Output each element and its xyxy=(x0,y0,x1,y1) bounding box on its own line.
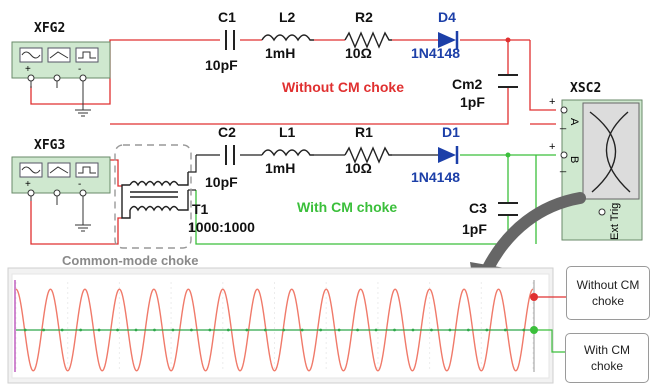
generator-xfg3-label: XFG3 xyxy=(34,138,65,153)
capacitor-c1-symbol[interactable] xyxy=(225,30,235,50)
trace-with-choke-marker xyxy=(319,328,323,332)
generator-xfg2-label: XFG2 xyxy=(34,21,65,36)
c3-name: C3 xyxy=(469,200,487,216)
trace-with-choke-marker xyxy=(374,328,378,332)
xfg3-plus: + xyxy=(25,179,31,190)
c1-value: 10pF xyxy=(205,57,238,73)
d4-value: 1N4148 xyxy=(411,45,460,61)
trace-with-choke-marker xyxy=(116,328,119,332)
cm-choke-caption: Common-mode choke xyxy=(62,253,199,268)
trace-with-choke-marker xyxy=(411,328,415,332)
bottom-branch-caption: With CM choke xyxy=(297,199,397,215)
r2-name: R2 xyxy=(355,9,373,25)
callout-with-choke: With CM choke xyxy=(565,333,649,383)
trace-with-choke-marker xyxy=(337,328,341,332)
trace-with-choke-marker xyxy=(226,328,230,332)
cm2-value: 1pF xyxy=(460,94,485,110)
scope-ext-trig: Ext Trig xyxy=(609,203,621,240)
callout-dot-green xyxy=(530,326,538,334)
trace-with-choke-marker xyxy=(503,328,507,332)
cm-choke-outline xyxy=(114,144,192,249)
top-branch-wires xyxy=(30,39,556,125)
inductor-l2-symbol[interactable] xyxy=(261,34,314,42)
generator-xfg3[interactable] xyxy=(11,156,111,232)
diode-d4-symbol[interactable] xyxy=(438,31,459,49)
l1-value: 1mH xyxy=(265,160,295,176)
trace-without-choke xyxy=(15,288,534,372)
scope-capture-screen xyxy=(11,273,550,379)
trace-with-choke-marker xyxy=(42,328,46,332)
scope-b-plus: + xyxy=(549,141,555,153)
l1-name: L1 xyxy=(279,124,296,140)
capacitor-c3-symbol[interactable] xyxy=(498,202,518,216)
scope-a-minus: _ xyxy=(559,118,567,130)
d1-value: 1N4148 xyxy=(411,169,460,185)
trace-with-choke-marker xyxy=(300,328,304,332)
t1-ratio: 1000:1000 xyxy=(188,219,255,235)
c2-value: 10pF xyxy=(205,174,238,190)
trace-with-choke-marker xyxy=(134,328,138,332)
trace-with-choke xyxy=(16,328,533,332)
callout-with-text: With CM choke xyxy=(584,343,630,373)
trace-with-choke-marker xyxy=(485,328,489,332)
r2-value: 10Ω xyxy=(345,45,372,61)
top-branch-caption: Without CM choke xyxy=(282,79,404,95)
trace-with-choke-marker xyxy=(79,328,83,332)
callout-connector-green xyxy=(534,329,565,353)
trace-with-choke-marker xyxy=(393,328,396,332)
xfg3-minus: - xyxy=(78,179,81,190)
trace-with-choke-marker xyxy=(448,328,452,332)
junction-bottom xyxy=(505,152,511,158)
trace-with-choke-marker xyxy=(466,328,470,332)
scope-b-minus: _ xyxy=(559,161,567,173)
d1-name: D1 xyxy=(442,124,460,140)
trace-with-choke-marker xyxy=(430,328,433,332)
c3-value: 1pF xyxy=(462,221,487,237)
callout-dot-red xyxy=(530,293,538,301)
oscilloscope-xsc2[interactable] xyxy=(561,99,643,241)
trace-with-choke-marker xyxy=(60,328,64,332)
l2-value: 1mH xyxy=(265,45,295,61)
trace-with-choke-marker xyxy=(97,328,101,332)
xfg2-minus: - xyxy=(78,64,81,75)
trace-with-choke-marker xyxy=(153,328,156,332)
callout-without-text: Without CM choke xyxy=(576,278,640,308)
trace-with-choke-marker xyxy=(245,328,249,332)
scope-channel-b: B xyxy=(568,156,580,163)
inductor-l1-symbol[interactable] xyxy=(261,149,314,157)
scope-terminals[interactable] xyxy=(560,106,606,216)
trace-with-choke-marker xyxy=(356,328,359,332)
trace-with-choke-marker xyxy=(522,328,526,332)
generator-xfg2[interactable] xyxy=(11,41,111,117)
junction-top xyxy=(505,37,511,43)
c1-name: C1 xyxy=(218,9,236,25)
l2-name: L2 xyxy=(279,9,296,25)
cm2-name: Cm2 xyxy=(452,76,483,92)
capacitor-cm2-symbol[interactable] xyxy=(498,74,518,88)
transformer-t1-symbol[interactable] xyxy=(121,172,189,219)
xfg2-plus: + xyxy=(25,64,31,75)
trace-with-choke-marker xyxy=(23,328,27,332)
scope-channel-a: A xyxy=(568,118,580,126)
c2-name: C2 xyxy=(218,124,236,140)
r1-name: R1 xyxy=(355,124,373,140)
trace-with-choke-marker xyxy=(263,328,267,332)
d4-name: D4 xyxy=(438,9,456,25)
trace-with-choke-marker xyxy=(190,328,193,332)
resistor-r1-symbol[interactable] xyxy=(344,146,392,164)
t1-name: T1 xyxy=(192,201,209,217)
trace-with-choke-marker xyxy=(282,328,286,332)
r1-value: 10Ω xyxy=(345,160,372,176)
callout-without-choke: Without CM choke xyxy=(566,266,650,320)
zoom-arrow-shaft xyxy=(482,192,586,274)
scope-a-plus: + xyxy=(549,96,555,108)
oscilloscope-label: XSC2 xyxy=(570,81,601,96)
resistor-r2-symbol[interactable] xyxy=(344,31,392,49)
diode-d1-symbol[interactable] xyxy=(438,146,459,164)
trace-with-choke-marker xyxy=(208,328,212,332)
bottom-branch-wires-dark xyxy=(188,154,438,191)
capacitor-c2-symbol[interactable] xyxy=(225,145,235,165)
trace-with-choke-marker xyxy=(171,328,175,332)
